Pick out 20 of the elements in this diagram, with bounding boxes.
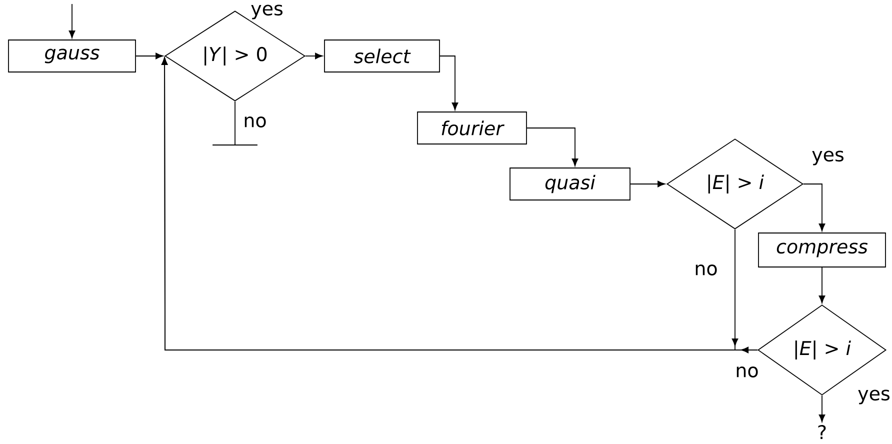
arrow (803, 184, 826, 232)
edge-label: no (242, 116, 268, 128)
edge-label: no (693, 264, 719, 276)
arrow (630, 180, 666, 188)
process-box: quasi (510, 168, 630, 200)
arrow (305, 52, 323, 60)
process-box: compress (758, 232, 886, 268)
process-box: select (324, 40, 440, 72)
edge-label: no (734, 366, 760, 378)
edge-label: yes (810, 150, 846, 166)
arrow (818, 395, 826, 422)
edge-label: yes (250, 4, 284, 20)
process-box: gauss (8, 40, 136, 72)
terminal-text: ? (818, 424, 826, 440)
arrow (526, 128, 578, 166)
arrow (68, 4, 76, 38)
arrow (136, 52, 164, 60)
process-box: fourier (417, 112, 527, 144)
arrow (440, 56, 458, 110)
arrow (818, 267, 826, 304)
